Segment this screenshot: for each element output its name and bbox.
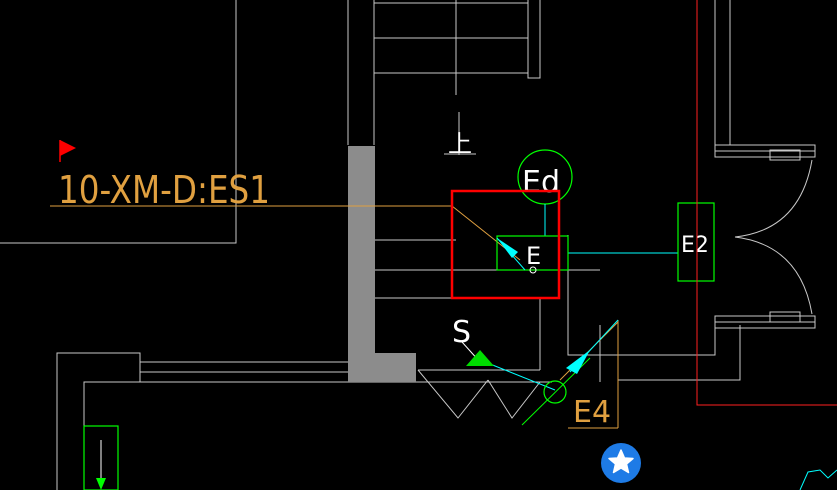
device-bottom-left[interactable] [83,425,119,490]
favorite-fab-button[interactable] [601,443,641,483]
device-e4-label: E4 [573,395,611,430]
star-icon [608,449,634,474]
stair-up-label: 上 [448,130,472,158]
selection-box [450,189,561,300]
partial-annotation [799,469,837,490]
tag-leader [50,205,619,429]
device-e4[interactable]: E4 [521,319,619,430]
device-e2-label: E2 [681,233,709,258]
device-s[interactable]: S [452,315,494,366]
device-e[interactable]: E [496,235,569,274]
boundary-line [696,0,837,406]
device-s-label: S [452,315,471,350]
device-e2[interactable]: E2 [677,202,715,282]
equipment-tag-label: 10-XM-D:ES1 [58,168,270,212]
device-ed-label: Ed [522,165,560,200]
flag-marker-icon [59,140,76,162]
device-ed[interactable]: Ed [517,149,573,205]
structural-column [348,146,416,382]
device-e-label: E [526,242,541,270]
